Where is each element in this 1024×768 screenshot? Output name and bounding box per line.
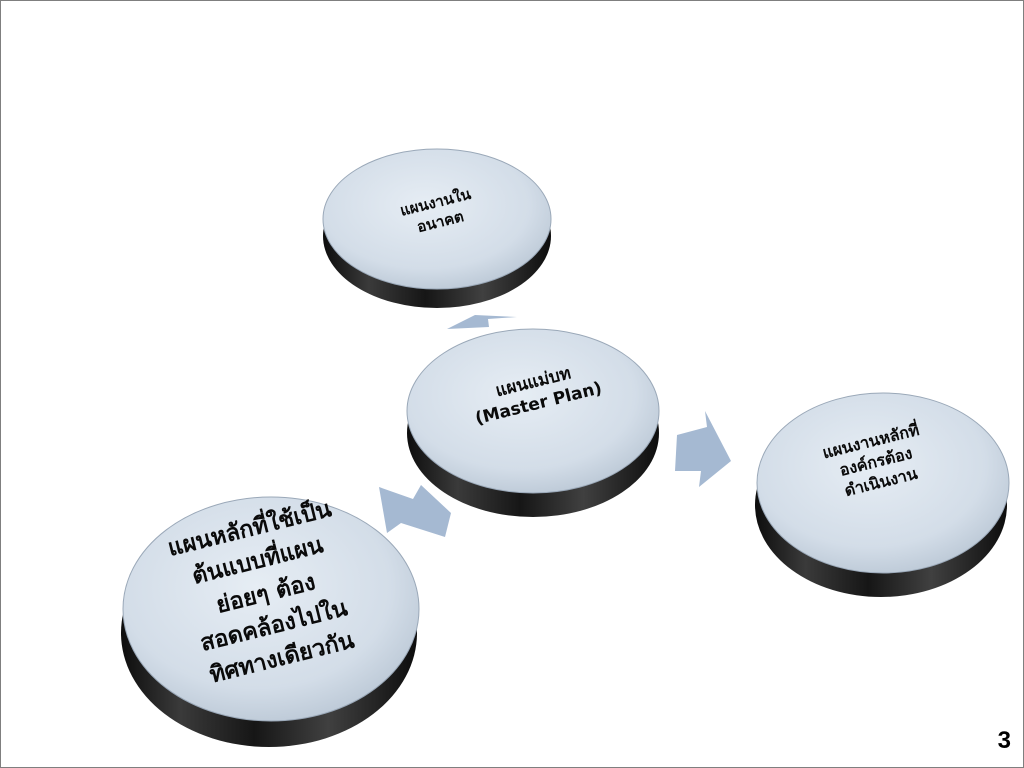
arrow-down-left bbox=[379, 485, 451, 537]
disk-right bbox=[755, 392, 1010, 597]
disk-center bbox=[406, 328, 660, 517]
disk-top bbox=[322, 148, 552, 308]
arrow-right bbox=[675, 411, 731, 487]
disk-bottom bbox=[121, 496, 420, 747]
page-number: 3 bbox=[997, 727, 1011, 754]
arrow-up bbox=[447, 315, 517, 329]
